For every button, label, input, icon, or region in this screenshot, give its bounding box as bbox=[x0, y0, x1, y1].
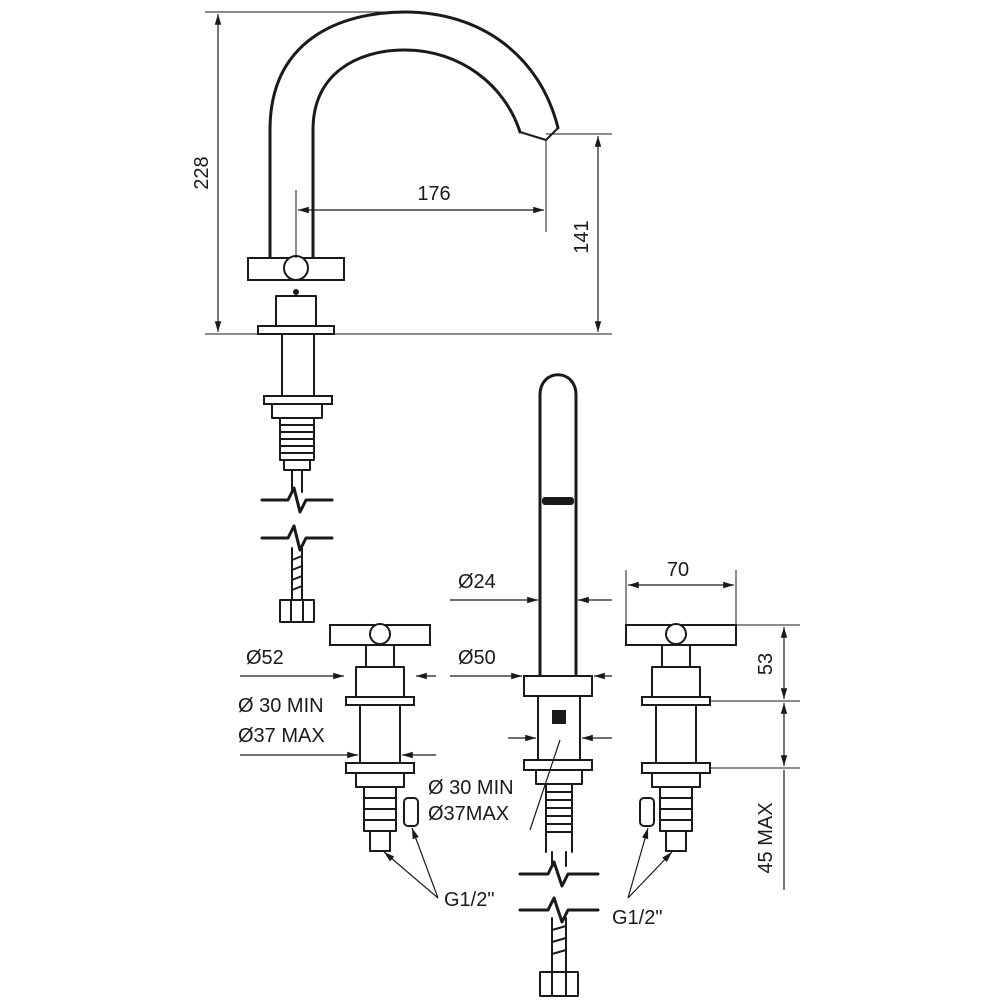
side-nut-washer bbox=[263, 395, 333, 405]
front-spout bbox=[538, 373, 578, 678]
left-nut bbox=[355, 772, 405, 788]
side-hose-break-upper bbox=[260, 486, 334, 514]
dim-hole-center-leader bbox=[529, 739, 561, 831]
side-hose bbox=[291, 469, 303, 601]
right-shank bbox=[655, 704, 697, 764]
left-handle-cap bbox=[369, 623, 391, 645]
g12-left-leader-b bbox=[411, 827, 439, 899]
spout-set-screw bbox=[552, 710, 566, 724]
right-nut bbox=[651, 772, 701, 788]
side-hose-break-lower bbox=[260, 524, 334, 552]
aerator bbox=[542, 497, 574, 505]
spout-nut-washer bbox=[523, 759, 593, 771]
right-outlet bbox=[639, 797, 655, 827]
right-body bbox=[651, 666, 701, 698]
side-shank bbox=[281, 333, 315, 397]
spout-nut bbox=[535, 769, 583, 785]
left-base bbox=[345, 696, 415, 706]
left-shank bbox=[359, 704, 401, 764]
front-view: 70 Ø24 Ø52 Ø50 Ø 30 MIN Ø37 MAX Ø 30 MIN… bbox=[238, 373, 800, 997]
side-hose-nut bbox=[279, 599, 315, 623]
spout-arc-inner bbox=[311, 48, 522, 264]
dim-spout-height: 141 bbox=[571, 220, 593, 253]
dim-reach: 176 bbox=[417, 183, 450, 205]
right-handle-stem bbox=[661, 644, 691, 668]
left-outlet bbox=[403, 797, 419, 827]
right-base bbox=[641, 696, 711, 706]
side-thread bbox=[279, 417, 315, 461]
dim-spout-diameter: Ø24 bbox=[458, 571, 496, 593]
side-base-flange bbox=[257, 325, 335, 335]
right-tail bbox=[665, 830, 687, 852]
left-nut-washer bbox=[345, 762, 415, 774]
dim-handle-span: 70 bbox=[667, 559, 689, 581]
g12-left-leader-a bbox=[383, 851, 439, 899]
spout-hose-break-upper bbox=[518, 860, 600, 888]
left-cartridge-rings bbox=[363, 797, 397, 821]
dim-base-diameter-spout: Ø50 bbox=[458, 647, 496, 669]
g12-right-leader-a bbox=[627, 851, 673, 899]
spout-hose-wrap bbox=[551, 925, 567, 955]
g12-right-leader-b bbox=[627, 827, 649, 899]
connection-left-label: G1/2" bbox=[444, 889, 494, 911]
dim-handle-height: 53 bbox=[755, 653, 777, 675]
connection-right-label: G1/2" bbox=[612, 907, 662, 929]
side-nut bbox=[271, 403, 323, 419]
right-nut-washer bbox=[641, 762, 711, 774]
spout-hose-nut bbox=[539, 971, 579, 997]
dim-hole-max-left: Ø37 MAX bbox=[238, 725, 325, 747]
left-tail bbox=[369, 830, 391, 852]
side-handle-dot bbox=[293, 289, 299, 295]
dim-height-total: 228 bbox=[191, 156, 213, 189]
spout-thread bbox=[545, 783, 573, 853]
spout-base bbox=[523, 675, 593, 697]
side-view: 228 176 141 bbox=[191, 10, 612, 623]
side-hose-wrap bbox=[291, 555, 303, 591]
left-handle-stem bbox=[365, 644, 395, 668]
dim-base-diameter-handle: Ø52 bbox=[246, 647, 284, 669]
dim-hole-min-left: Ø 30 MIN bbox=[238, 695, 324, 717]
left-body bbox=[355, 666, 405, 698]
dim-hole-min-center: Ø 30 MIN bbox=[428, 777, 514, 799]
side-fitting bbox=[283, 459, 311, 471]
side-hose-nut-facet bbox=[290, 599, 304, 623]
dim-deck-thickness: 45 MAX bbox=[755, 802, 777, 873]
side-body bbox=[275, 295, 317, 329]
right-cartridge-rings bbox=[659, 797, 693, 821]
spout-hose bbox=[551, 851, 567, 973]
spout-hose-nut-facet bbox=[551, 971, 567, 997]
spout-hose-break-lower bbox=[518, 896, 600, 924]
side-handle-cap bbox=[283, 255, 309, 281]
spout-shank bbox=[537, 695, 581, 761]
right-handle-cap bbox=[665, 623, 687, 645]
dim-hole-max-center: Ø37MAX bbox=[428, 803, 509, 825]
